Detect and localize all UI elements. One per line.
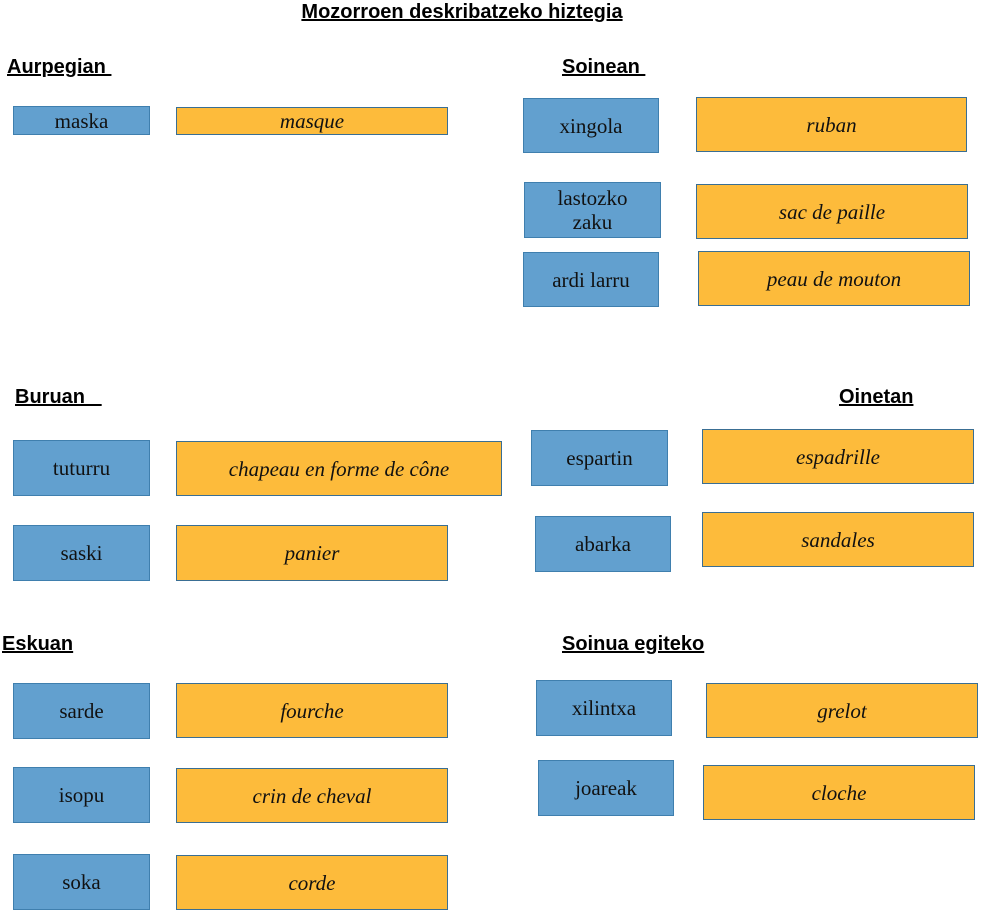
french-word-espadrille: espadrille	[702, 429, 974, 484]
french-word-sac-de-paille: sac de paille	[696, 184, 968, 239]
french-word-ruban: ruban	[696, 97, 967, 152]
basque-word-ardi-larru: ardi larru	[523, 252, 659, 307]
basque-word-joareak: joareak	[538, 760, 674, 816]
basque-word-soka: soka	[13, 854, 150, 910]
section-heading-soinean: Soinean	[562, 56, 646, 78]
french-word-chapeau: chapeau en forme de cône	[176, 441, 502, 496]
french-word-crin-de-cheval: crin de cheval	[176, 768, 448, 823]
french-word-corde: corde	[176, 855, 448, 910]
french-word-grelot: grelot	[706, 683, 978, 738]
basque-word-espartin: espartin	[531, 430, 668, 486]
basque-word-xingola: xingola	[523, 98, 659, 153]
french-word-sandales: sandales	[702, 512, 974, 567]
french-word-panier: panier	[176, 525, 448, 581]
basque-word-isopu: isopu	[13, 767, 150, 823]
page-title: Mozorroen deskribatzeko hiztegia	[301, 1, 623, 23]
basque-word-abarka: abarka	[535, 516, 671, 572]
basque-word-tuturru: tuturru	[13, 440, 150, 496]
section-heading-aurpegian: Aurpegian	[7, 56, 112, 78]
french-word-fourche: fourche	[176, 683, 448, 738]
french-word-cloche: cloche	[703, 765, 975, 820]
basque-word-saski: saski	[13, 525, 150, 581]
section-heading-eskuan: Eskuan	[2, 633, 74, 655]
basque-word-sarde: sarde	[13, 683, 150, 739]
basque-word-lastozko-zaku: lastozko zaku	[524, 182, 661, 238]
section-heading-oinetan: Oinetan	[839, 386, 914, 408]
french-word-peau-de-mouton: peau de mouton	[698, 251, 970, 306]
basque-word-xilintxa: xilintxa	[536, 680, 672, 736]
french-word-masque: masque	[176, 107, 448, 135]
section-heading-buruan: Buruan	[15, 386, 102, 408]
basque-word-maska: maska	[13, 106, 150, 135]
section-heading-soinua-egiteko: Soinua egiteko	[562, 633, 705, 655]
